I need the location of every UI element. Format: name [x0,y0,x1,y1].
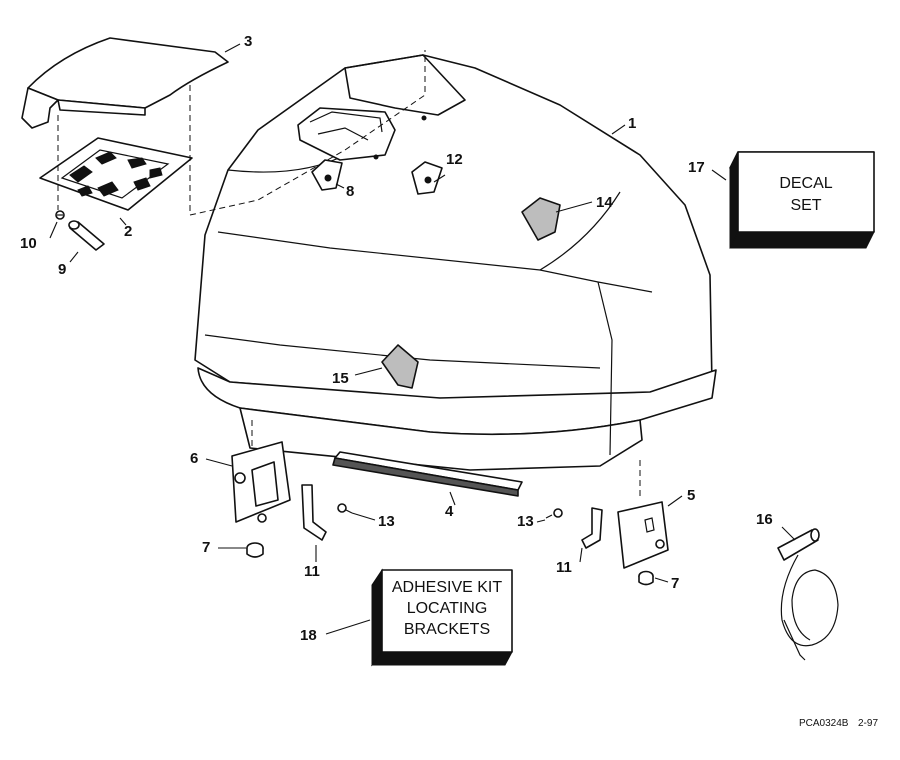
callout-8: 8 [346,183,354,200]
grille-plate-part-2[interactable] [39,137,193,211]
bolt-part-13-right[interactable] [545,508,563,519]
callout-3: 3 [244,33,252,50]
diagram-date: 2-97 [858,718,878,729]
callout-6: 6 [190,450,198,467]
latch-part-8[interactable] [311,159,343,191]
l-bracket-part-11-left[interactable] [301,484,327,541]
cable-part-16[interactable] [777,528,839,661]
grommet-part-7-right[interactable] [638,570,654,586]
grommet-part-7-left[interactable] [246,542,264,558]
callout-10: 10 [20,235,37,252]
adhesive-box-line-3: BRACKETS [404,621,490,638]
decal-set-box-part-17[interactable]: DECAL SET [729,151,875,249]
callout-17: 17 [688,159,705,176]
bolt-part-13-left[interactable] [337,503,353,514]
engine-cover-part-1[interactable] [194,54,717,471]
tube-part-9[interactable] [68,220,105,251]
callout-13-right: 13 [517,513,534,530]
callout-11-right: 11 [556,559,572,576]
callout-5: 5 [687,487,695,504]
screw-part-10[interactable] [55,210,65,220]
callout-16: 16 [756,511,773,528]
leader-lines [49,43,796,635]
bracket-plate-part-6[interactable] [231,441,291,523]
pad-part-15[interactable] [381,344,419,389]
callout-7-right: 7 [671,575,679,592]
decal-box-line-1: DECAL [779,175,832,192]
callout-13-left: 13 [378,513,395,530]
callout-numbers: 1 2 3 4 5 6 7 7 8 9 10 11 11 12 13 13 14… [20,33,773,644]
bracket-plate-part-5[interactable] [617,501,669,569]
callout-18: 18 [300,627,317,644]
callout-11-left: 11 [304,563,320,580]
adhesive-box-line-2: LOCATING [407,600,488,617]
decal-box-line-2: SET [790,197,821,214]
alignment-lines [57,50,641,500]
callout-7-left: 7 [202,539,210,556]
footer-reference: PCA0324B 2-97 [799,718,878,729]
callout-4: 4 [445,503,454,520]
callout-1: 1 [628,115,636,132]
callout-9: 9 [58,261,66,278]
air-intake-cover-part-3[interactable] [21,37,229,129]
callout-14: 14 [596,194,613,211]
adhesive-kit-box-part-18[interactable]: ADHESIVE KIT LOCATING BRACKETS [370,568,513,667]
l-bracket-part-11-right[interactable] [581,507,603,549]
callout-2: 2 [124,223,132,240]
callout-12: 12 [446,151,463,168]
callout-15: 15 [332,370,349,387]
seal-strip-part-4[interactable] [332,451,523,497]
part-code: PCA0324B [799,718,849,729]
pad-part-14[interactable] [521,197,561,241]
adhesive-box-line-1: ADHESIVE KIT [392,579,502,596]
